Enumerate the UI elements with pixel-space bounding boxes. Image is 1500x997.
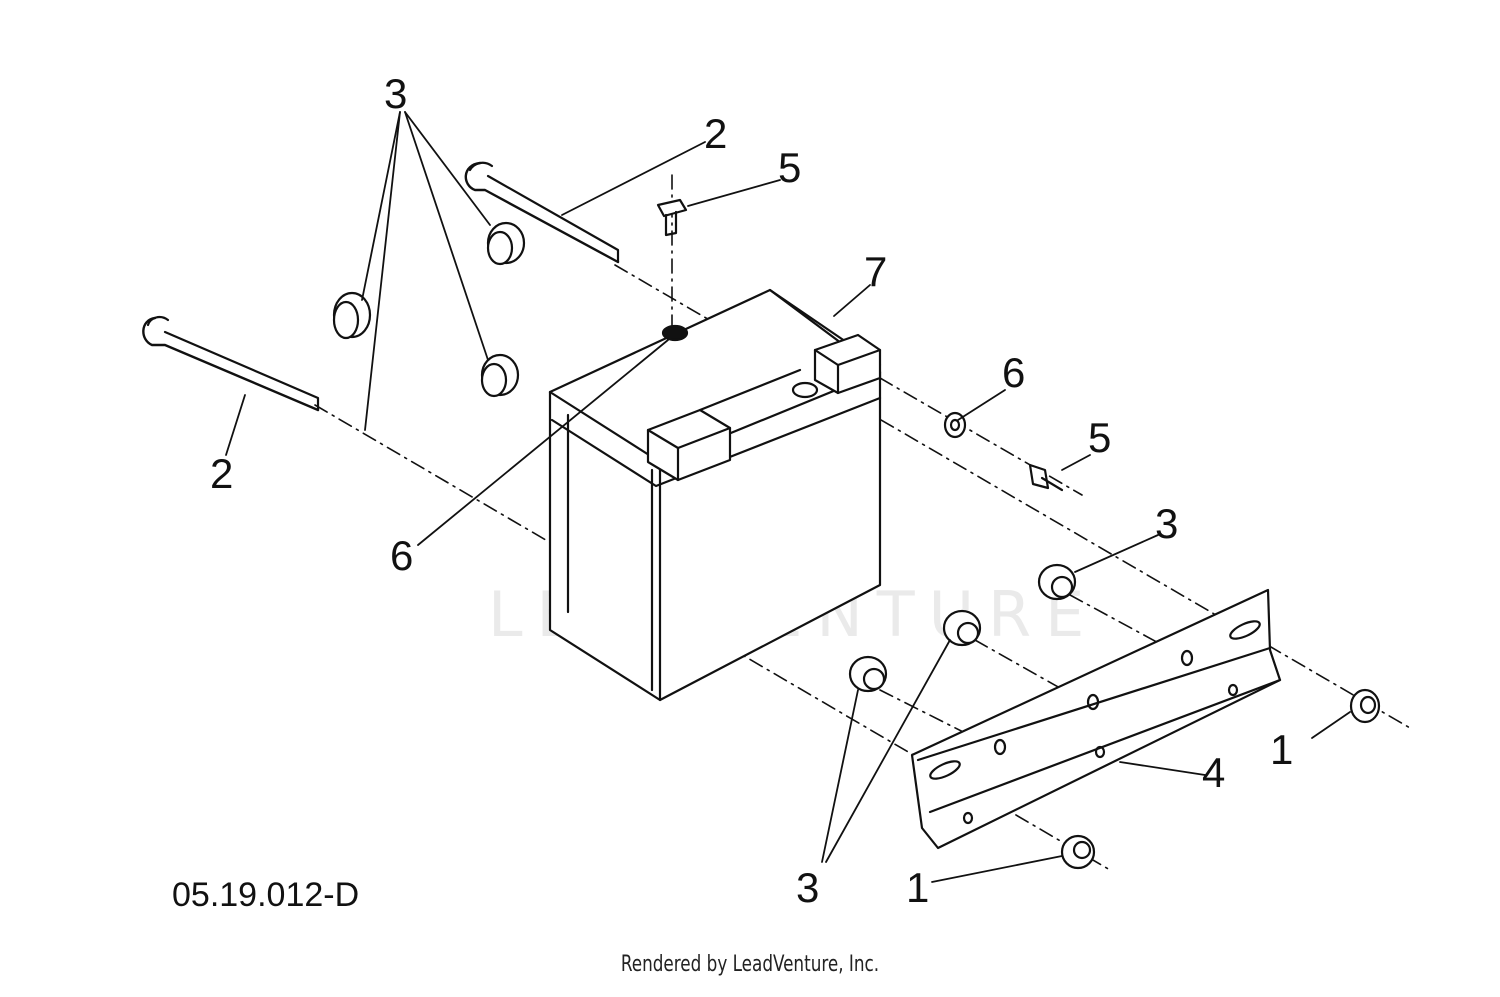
grommet-4 — [1037, 563, 1077, 601]
leader-lines — [225, 111, 1351, 883]
callout-1-right: 1 — [1270, 726, 1293, 773]
callout-3-top: 3 — [384, 70, 407, 117]
bolt-right — [1028, 463, 1064, 492]
bracket — [910, 588, 1282, 850]
callout-6-right: 6 — [1002, 349, 1025, 396]
grommet-5 — [942, 609, 982, 647]
grommet-3 — [480, 353, 520, 398]
callouts: 3 2 5 7 2 6 6 5 3 1 4 3 1 — [210, 70, 1293, 911]
grommet-6 — [848, 655, 888, 693]
grommet-2 — [486, 221, 526, 266]
callout-7: 7 — [864, 248, 887, 295]
figure-code: 05.19.012-D — [172, 876, 359, 914]
callout-5-right: 5 — [1088, 414, 1111, 461]
callout-1-bottom: 1 — [906, 864, 929, 911]
flange-nut-right — [1349, 688, 1381, 724]
callout-6-left: 6 — [390, 532, 413, 579]
rod-left — [142, 316, 320, 412]
callout-3-right: 3 — [1155, 500, 1178, 547]
callout-4: 4 — [1202, 749, 1225, 796]
flange-nut-bottom — [1060, 834, 1096, 870]
bolt-top — [656, 198, 688, 237]
grommet-1 — [332, 291, 372, 340]
callout-2-left: 2 — [210, 450, 233, 497]
footer-credit: Rendered by LeadVenture, Inc. — [620, 952, 880, 977]
battery — [548, 288, 882, 702]
callout-3-bottom: 3 — [796, 864, 819, 911]
callout-5-top: 5 — [778, 144, 801, 191]
callout-2-top: 2 — [704, 110, 727, 157]
rod-top — [464, 161, 620, 264]
